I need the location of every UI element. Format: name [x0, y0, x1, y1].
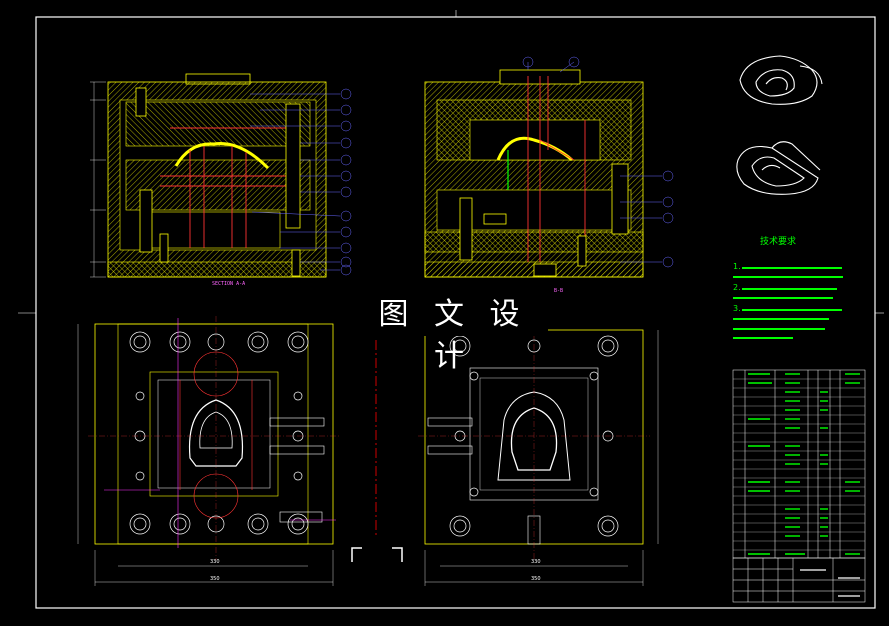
section-b-b-callouts: [522, 56, 674, 268]
section-a-a-callouts: [250, 88, 352, 276]
part-isometric-view-1: [739, 55, 823, 105]
requirement-item-1: 1.: [733, 262, 863, 274]
dimension-left-inner: 330: [210, 559, 220, 565]
drawing-border: [18, 10, 884, 609]
parts-list-table: [732, 369, 866, 559]
requirement-number: 3.: [733, 304, 741, 313]
section-a-a-view: [90, 73, 327, 278]
section-a-a-label: SECTION A-A: [212, 281, 246, 287]
title-block-entries: [800, 569, 860, 597]
requirement-number: 2.: [733, 283, 741, 292]
plan-view-moving-half: [88, 316, 340, 560]
requirement-number: 1.: [733, 262, 741, 271]
parts-list-entries: [748, 373, 860, 555]
title-block: [732, 557, 866, 603]
dimension-left-width: 350: [210, 576, 220, 582]
dimension-right-width: 350: [531, 576, 541, 582]
technical-requirements-title: 技术要求: [760, 237, 797, 247]
technical-requirements-body: 1. 2. 3.: [733, 262, 863, 344]
section-b-b-label: B-B: [554, 288, 564, 294]
requirement-item-2: 2.: [733, 283, 863, 295]
dimension-right-inner: 330: [531, 559, 541, 565]
corner-brackets: [351, 547, 403, 562]
parts-list-rows: [733, 378, 865, 551]
dimension-lines: [77, 324, 659, 586]
section-b-b-view: [424, 69, 644, 278]
watermark: 图 文 设 计: [358, 294, 548, 374]
requirement-item-3: 3.: [733, 304, 863, 316]
part-isometric-view-2: [736, 141, 821, 195]
